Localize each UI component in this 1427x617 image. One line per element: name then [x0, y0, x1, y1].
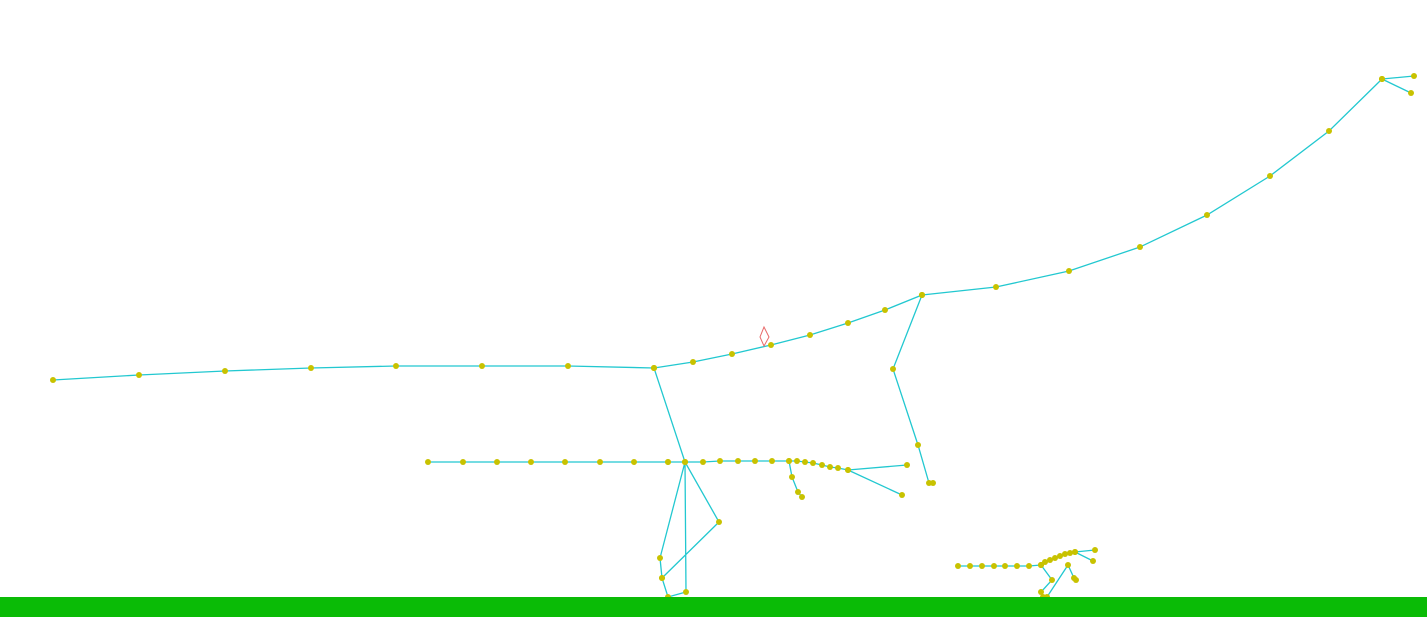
medium-skeleton-leg-joint [789, 474, 795, 480]
large-skeleton-neck-joint [1326, 128, 1332, 134]
small-skeleton-head-joint [1090, 558, 1096, 564]
medium-skeleton-tail-joint [460, 459, 466, 465]
large-skeleton-neck-bone [921, 78, 1383, 296]
medium-skeleton-torso-neck-bone [668, 460, 908, 471]
small-skeleton-neck-joint [1092, 547, 1098, 553]
large-skeleton-neck-joint [993, 284, 999, 290]
medium-skeleton-torso-neck-joint [717, 458, 723, 464]
large-skeleton-tail-joint [393, 363, 399, 369]
medium-skeleton-torso-neck-joint [700, 459, 706, 465]
large-skeleton-tail-joint [136, 372, 142, 378]
small-skeleton-legs-joint [1073, 577, 1079, 583]
small-skeleton-legs-joint [1049, 577, 1055, 583]
large-skeleton-tail-bone [52, 365, 655, 381]
large-skeleton-hind-leg-joint [659, 575, 665, 581]
medium-skeleton-torso-neck-joint [835, 465, 841, 471]
small-skeleton-neck-joint [1047, 557, 1053, 563]
large-skeleton-neck-joint [1204, 212, 1210, 218]
medium-skeleton-torso-neck-joint [802, 459, 808, 465]
large-skeleton-tail-joint [308, 365, 314, 371]
large-skeleton-hind-leg-joint [657, 555, 663, 561]
large-skeleton-spine-joint [845, 320, 851, 326]
medium-skeleton-tail-joint [494, 459, 500, 465]
medium-skeleton-torso-neck-joint [819, 462, 825, 468]
small-skeleton-neck-joint [1062, 551, 1068, 557]
medium-skeleton-torso-neck-joint [827, 464, 833, 470]
ground [0, 597, 1427, 617]
medium-skeleton-torso-neck-joint [752, 458, 758, 464]
small-skeleton-tail-joint [1026, 563, 1032, 569]
large-skeleton-tail-joint [222, 368, 228, 374]
large-skeleton-head-joint [1408, 90, 1414, 96]
small-skeleton-legs-joint [1065, 562, 1071, 568]
medium-skeleton-torso-neck-joint [769, 458, 775, 464]
large-skeleton-front-leg-joint [890, 366, 896, 372]
medium-skeleton-tail-joint [597, 459, 603, 465]
medium-skeleton-head-joint [845, 467, 851, 473]
large-skeleton-neck-joint [1137, 244, 1143, 250]
small-skeleton-tail-joint [967, 563, 973, 569]
large-skeleton-spine-joint [882, 307, 888, 313]
large-skeleton-head-bone [1379, 75, 1415, 94]
large-skeleton-spine-joint [768, 342, 774, 348]
small-skeleton-legs-joint [1038, 589, 1044, 595]
large-skeleton-hind-leg-joint [683, 589, 689, 595]
medium-skeleton-leg-bone [788, 460, 803, 498]
large-skeleton-hind-leg-joint [716, 519, 722, 525]
small-skeleton-neck-joint [1067, 550, 1073, 556]
large-skeleton-spine-joint [729, 351, 735, 357]
joints-layer [50, 73, 1417, 600]
medium-skeleton-torso-neck-joint [682, 459, 688, 465]
large-skeleton-head-joint [1411, 73, 1417, 79]
medium-skeleton-torso-neck-joint [810, 460, 816, 466]
large-skeleton-spine-joint [807, 332, 813, 338]
large-skeleton-hind-leg-joint [651, 365, 657, 371]
large-skeleton-tail-joint [50, 377, 56, 383]
medium-skeleton-head-joint [899, 492, 905, 498]
medium-skeleton-torso-neck-joint [665, 459, 671, 465]
medium-skeleton-tail-joint [631, 459, 637, 465]
small-skeleton-neck-joint [1057, 553, 1063, 559]
medium-skeleton-leg-joint [786, 458, 792, 464]
medium-skeleton-torso-neck-joint [794, 458, 800, 464]
medium-skeleton-tail-joint [528, 459, 534, 465]
small-skeleton-tail-joint [1014, 563, 1020, 569]
small-skeleton-neck-joint [1052, 555, 1058, 561]
large-skeleton-head-joint [1379, 76, 1385, 82]
large-skeleton-spine-joint [690, 359, 696, 365]
diamond-icon [759, 325, 770, 348]
medium-skeleton-tail-joint [425, 459, 431, 465]
large-skeleton-front-leg-joint [930, 480, 936, 486]
large-skeleton-tail-joint [565, 363, 571, 369]
small-skeleton-head-joint [1072, 549, 1078, 555]
medium-skeleton-torso-neck-joint [904, 462, 910, 468]
medium-skeleton-head-bone [847, 469, 903, 496]
medium-skeleton-tail-joint [562, 459, 568, 465]
small-skeleton-head-bone [1074, 551, 1094, 562]
small-skeleton-tail-joint [991, 563, 997, 569]
large-skeleton-tail-joint [479, 363, 485, 369]
medium-skeleton-leg-joint [799, 494, 805, 500]
large-skeleton-front-leg-joint [915, 442, 921, 448]
small-skeleton-tail-joint [979, 563, 985, 569]
small-skeleton-tail-joint [1002, 563, 1008, 569]
small-skeleton-tail-joint [955, 563, 961, 569]
large-skeleton-spine-bone [653, 294, 923, 369]
large-skeleton-neck-joint [1066, 268, 1072, 274]
large-skeleton-neck-joint [1267, 173, 1273, 179]
small-skeleton-legs-joint [1038, 562, 1044, 568]
medium-skeleton-torso-neck-joint [735, 458, 741, 464]
medium-skeleton-leg-joint [795, 489, 801, 495]
large-skeleton-front-leg-joint [919, 292, 925, 298]
